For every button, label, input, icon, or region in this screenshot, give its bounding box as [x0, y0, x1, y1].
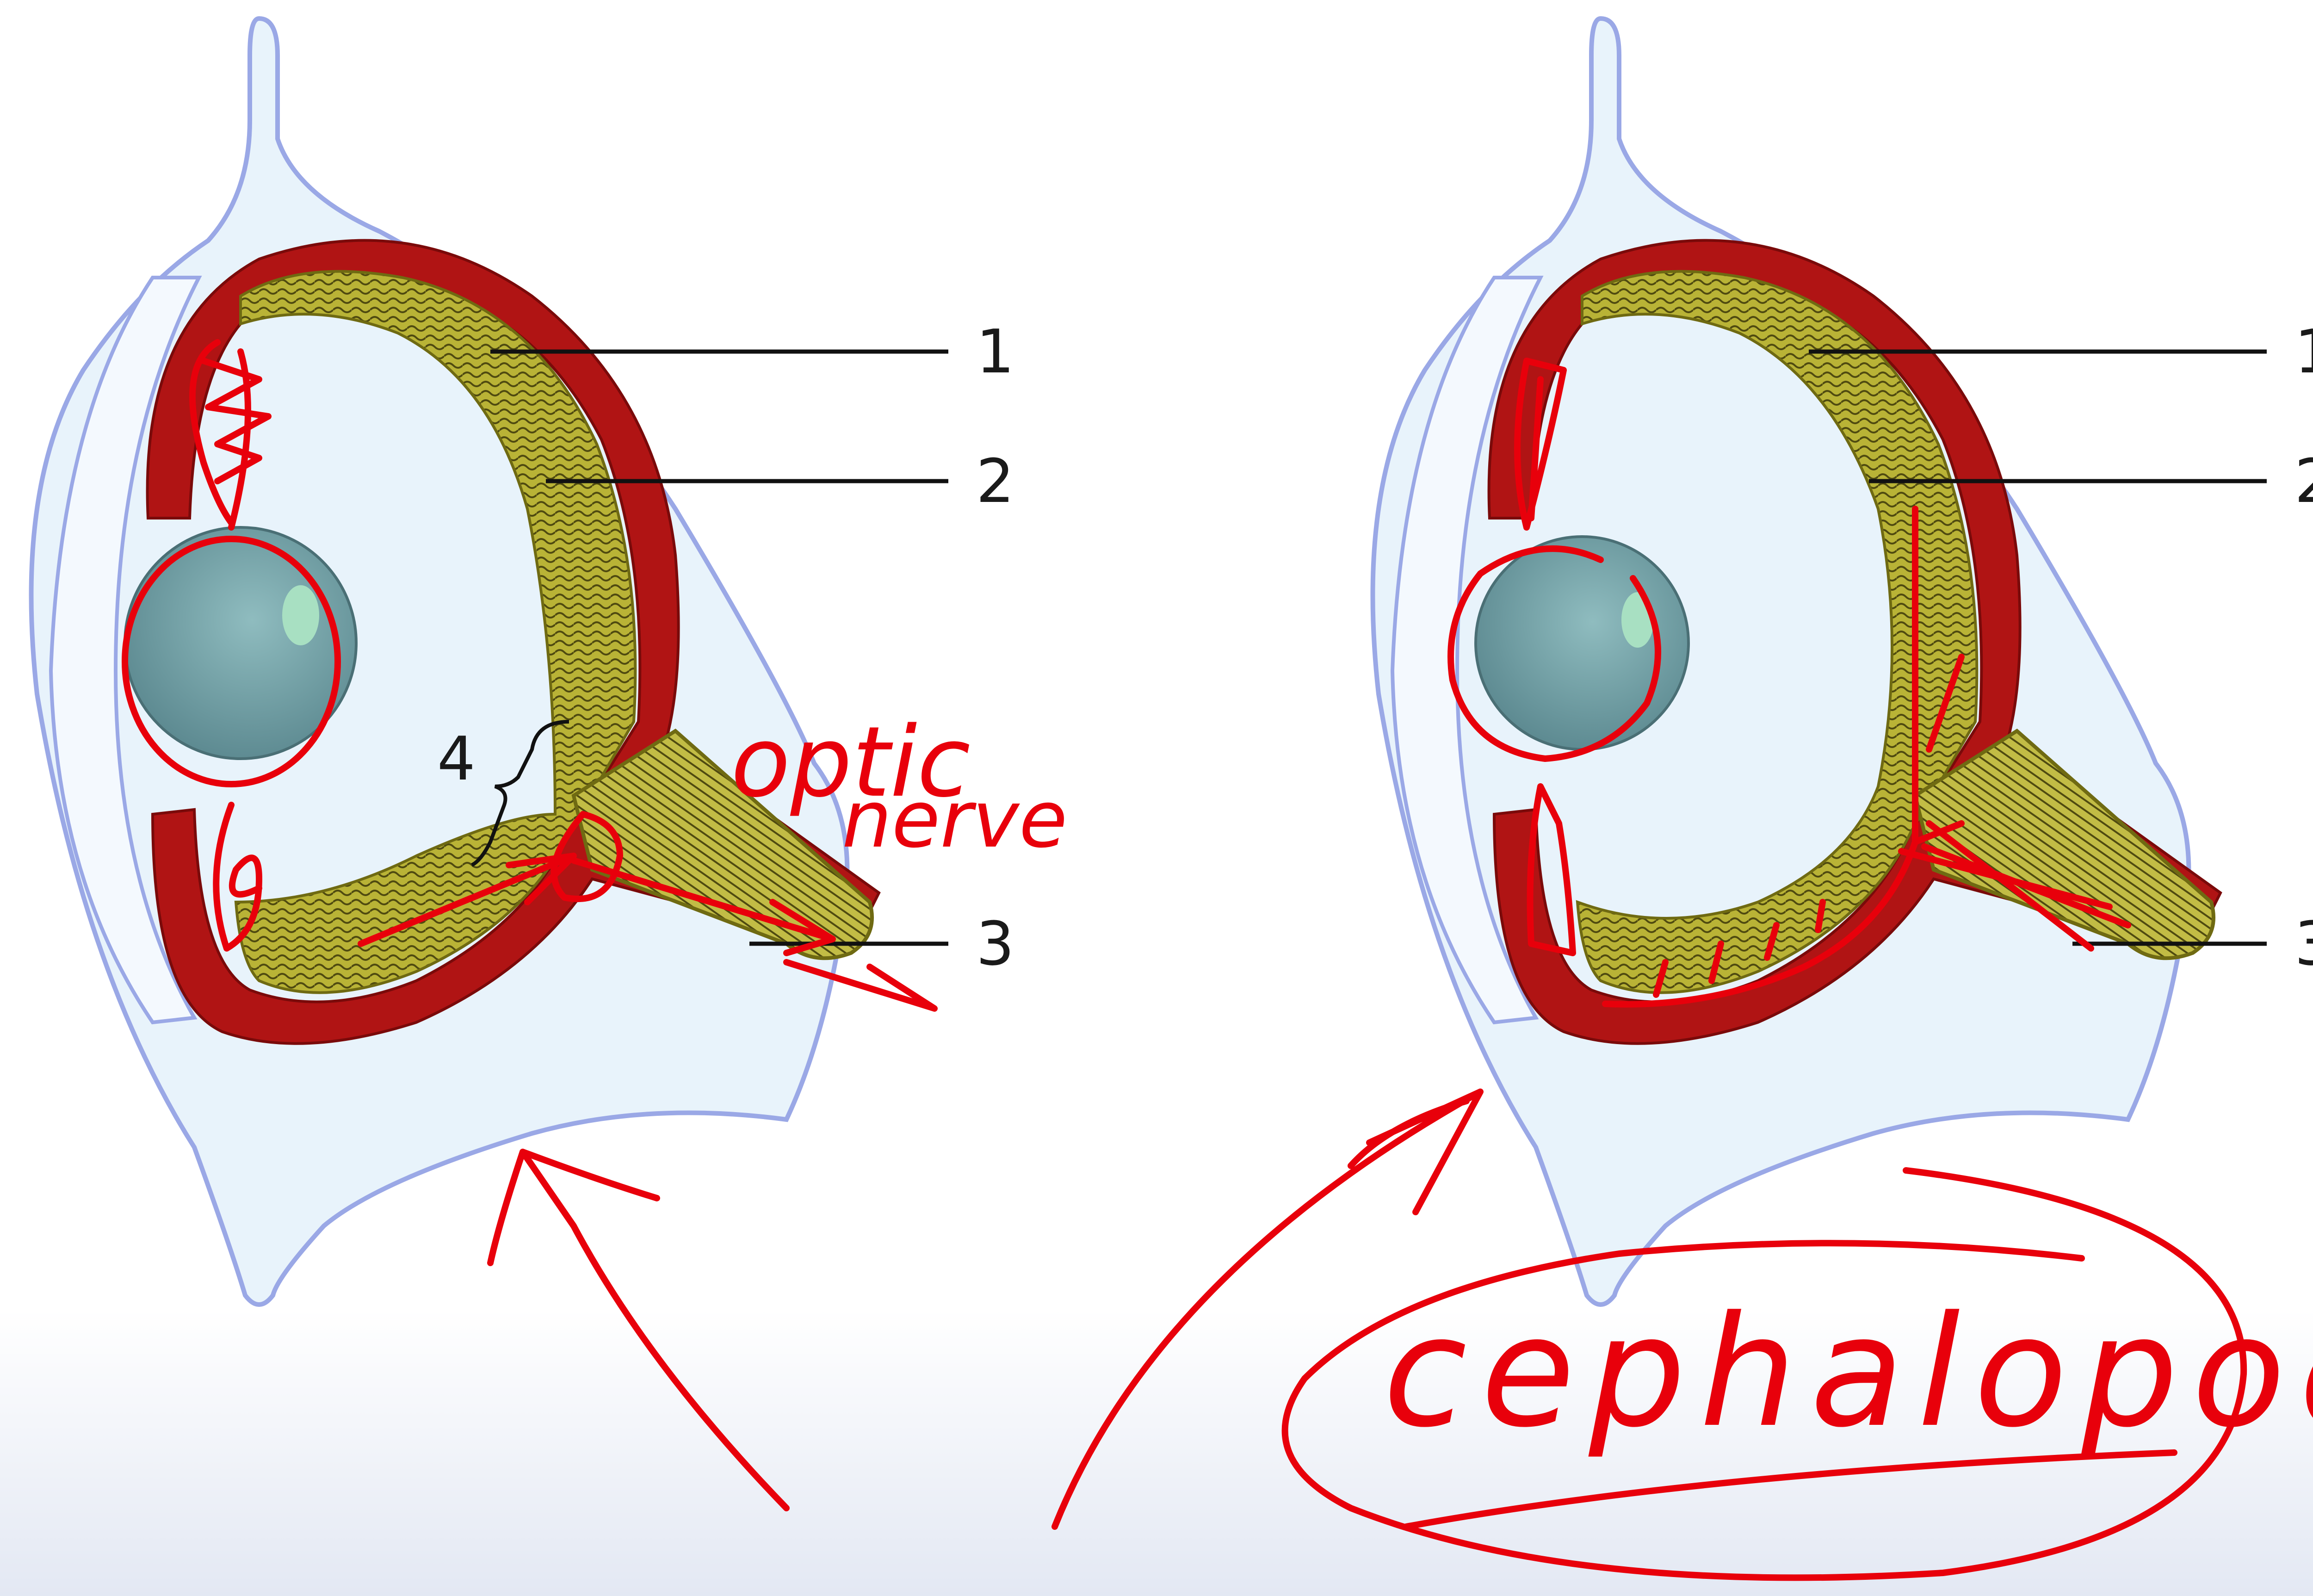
annotation-cephalopod: cephalopod — [1383, 1283, 2313, 1461]
right-label-3: 3 — [2294, 909, 2313, 979]
left-label-4: 4 — [437, 724, 476, 794]
left-label-3: 3 — [976, 909, 1014, 979]
left-eye-lens-highlight — [282, 585, 319, 645]
right-label-1: 1 — [2294, 316, 2313, 387]
left-label-2: 2 — [976, 446, 1014, 516]
left-label-1: 1 — [976, 316, 1014, 387]
annotation-nerve: nerve — [842, 774, 1067, 866]
right-label-2: 2 — [2294, 446, 2313, 516]
